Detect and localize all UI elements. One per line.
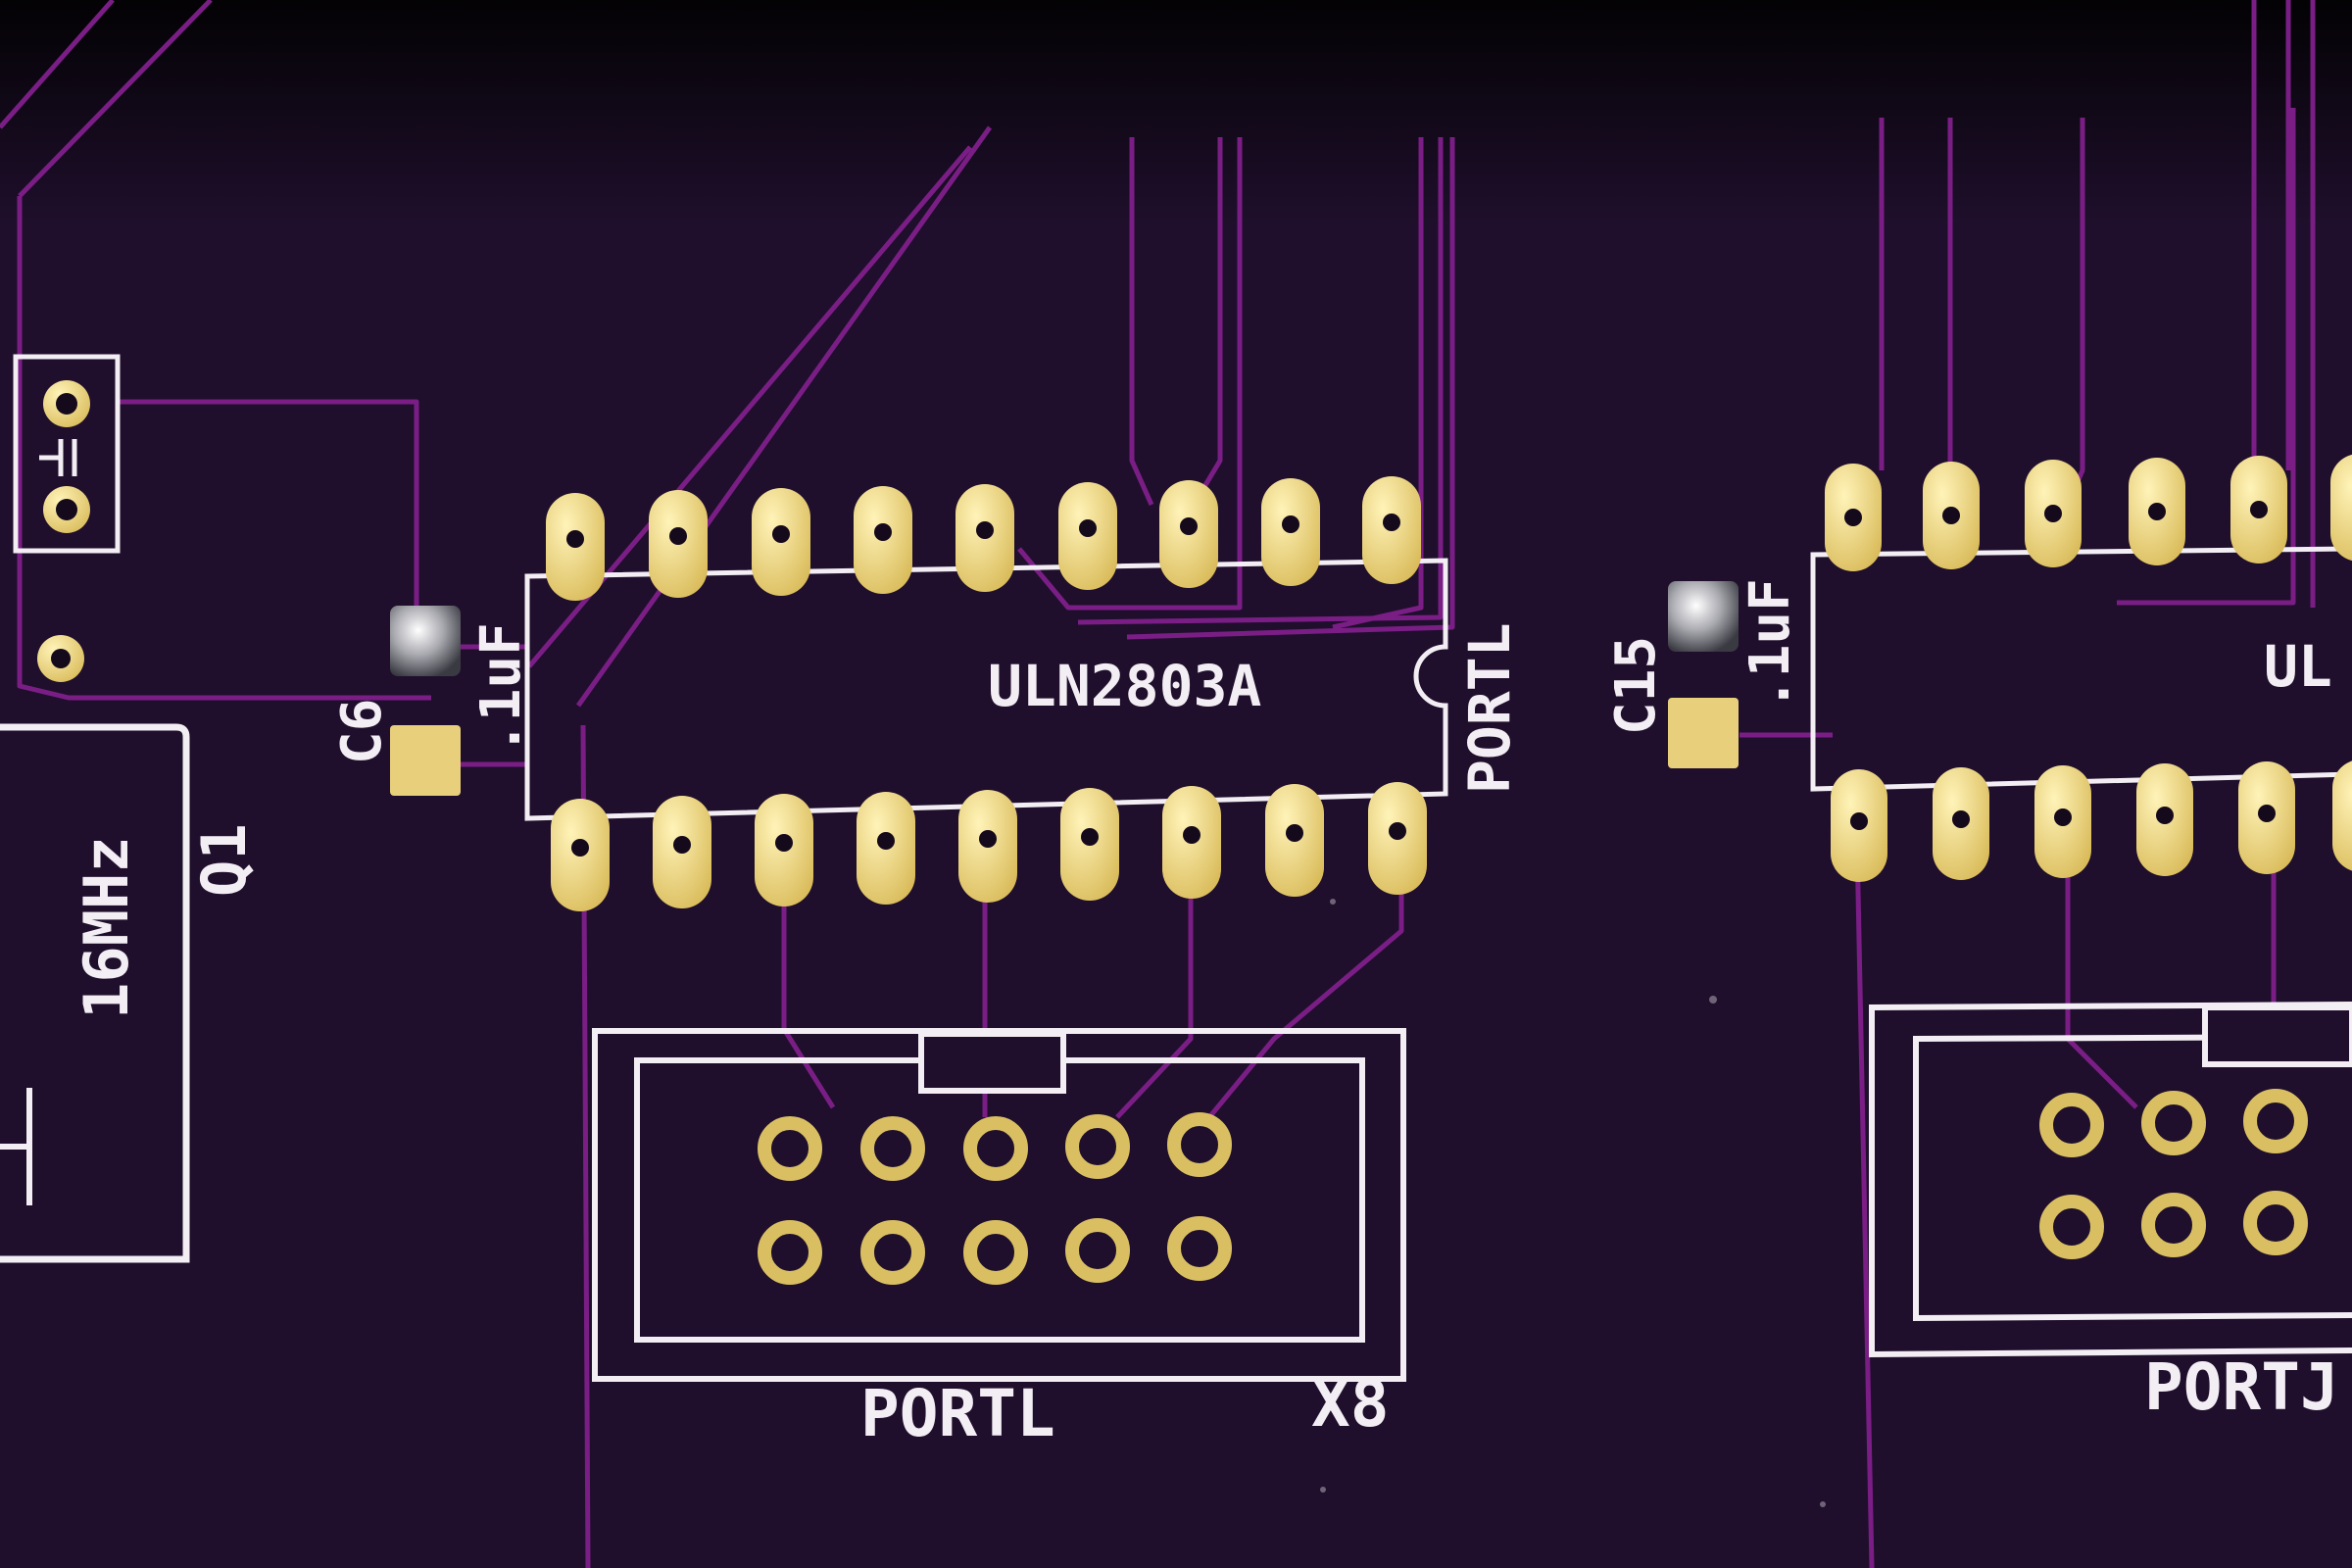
header-x8-key: [918, 1031, 1066, 1094]
c15-value: .1uF: [1739, 578, 1802, 710]
ground-tee-icon: [0, 1088, 32, 1205]
ic1-part-number: ULN2803A: [988, 653, 1261, 719]
c6-value: .1uF: [469, 622, 533, 755]
c15-ref: C15: [1604, 636, 1668, 735]
crystal-ref: Q1: [188, 823, 260, 897]
ic2-uln2803a: UL: [1810, 454, 2352, 882]
via-left-hole: [51, 649, 71, 668]
ic1-top-pads: [546, 476, 1421, 601]
board-specks: [1320, 899, 1826, 1507]
crystal-outline: [0, 723, 190, 1263]
header-x8-ref: X8: [1311, 1366, 1389, 1442]
ic2-pad: [2332, 760, 2352, 871]
header-portj-pins: [2039, 1089, 2308, 1259]
capacitor-c15: C15 .1uF: [1604, 578, 1802, 768]
ic1-bottom-pads: [551, 782, 1427, 911]
header-x8-pins: [758, 1112, 1232, 1285]
capacitor-c6: C6 .1uF: [330, 606, 533, 796]
header-portj-inner: [1913, 1034, 2352, 1322]
header-pin-2-hole: [56, 499, 77, 520]
ic2-bottom-pads: [1831, 760, 2352, 882]
header-portj: PORTJ: [1869, 1002, 2352, 1425]
ic2-pad: [2330, 454, 2352, 562]
header-pin-1-hole: [56, 393, 77, 415]
header-portj-port-partial: PORTJ: [2144, 1349, 2339, 1425]
ic1-outline: [524, 558, 1448, 821]
c6-ref: C6: [330, 699, 394, 764]
header-x8-port: PORTL: [860, 1376, 1055, 1451]
c15-solder-pad: [1668, 581, 1739, 652]
header-x8: PORTL X8: [592, 1028, 1406, 1451]
c6-solder-pad: [390, 606, 461, 676]
capacitor-icon: [39, 439, 77, 476]
ic2-part-number-partial: UL: [2264, 633, 2332, 700]
ic1-uln2803a: ULN2803A PORTL: [524, 476, 1523, 911]
header-portj-key: [2202, 1004, 2352, 1067]
header-outline-left: [13, 354, 121, 554]
header-portj-outer: [1869, 1002, 2352, 1358]
c15-pad: [1668, 698, 1739, 768]
c6-pad: [390, 725, 461, 796]
crystal-frequency: 16MHz: [71, 836, 142, 1019]
ic1-port-label: PORTL: [1456, 622, 1523, 794]
ic2-top-pads: [1825, 454, 2352, 571]
top-shadow: [0, 0, 2352, 225]
